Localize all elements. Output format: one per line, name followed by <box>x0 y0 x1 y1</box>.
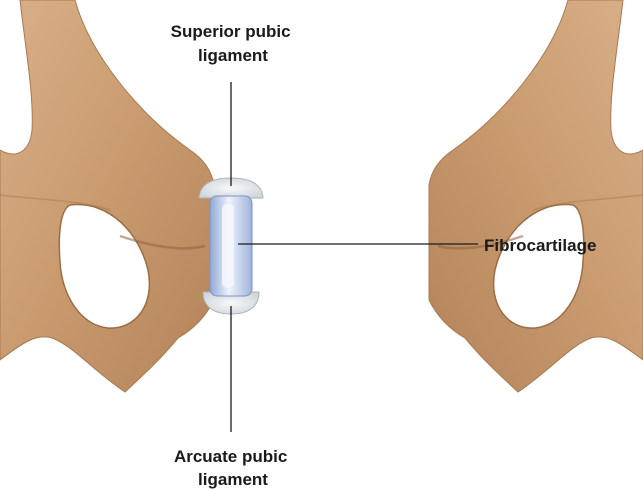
superior-label-line-1: Superior pubic <box>171 22 291 41</box>
right-pubic-bone <box>429 0 643 392</box>
superior-label-line-2: ligament <box>198 46 268 65</box>
arcuate-pubic-ligament-label: Arcuate pubic ligament <box>174 447 292 489</box>
fibrocartilage-label: Fibrocartilage <box>484 236 596 255</box>
superior-pubic-ligament-label: Superior pubic ligament <box>171 22 296 65</box>
arcuate-label-line-1: Arcuate pubic <box>174 447 287 466</box>
left-pubic-bone <box>0 0 214 392</box>
arcuate-label-line-2: ligament <box>198 470 268 489</box>
